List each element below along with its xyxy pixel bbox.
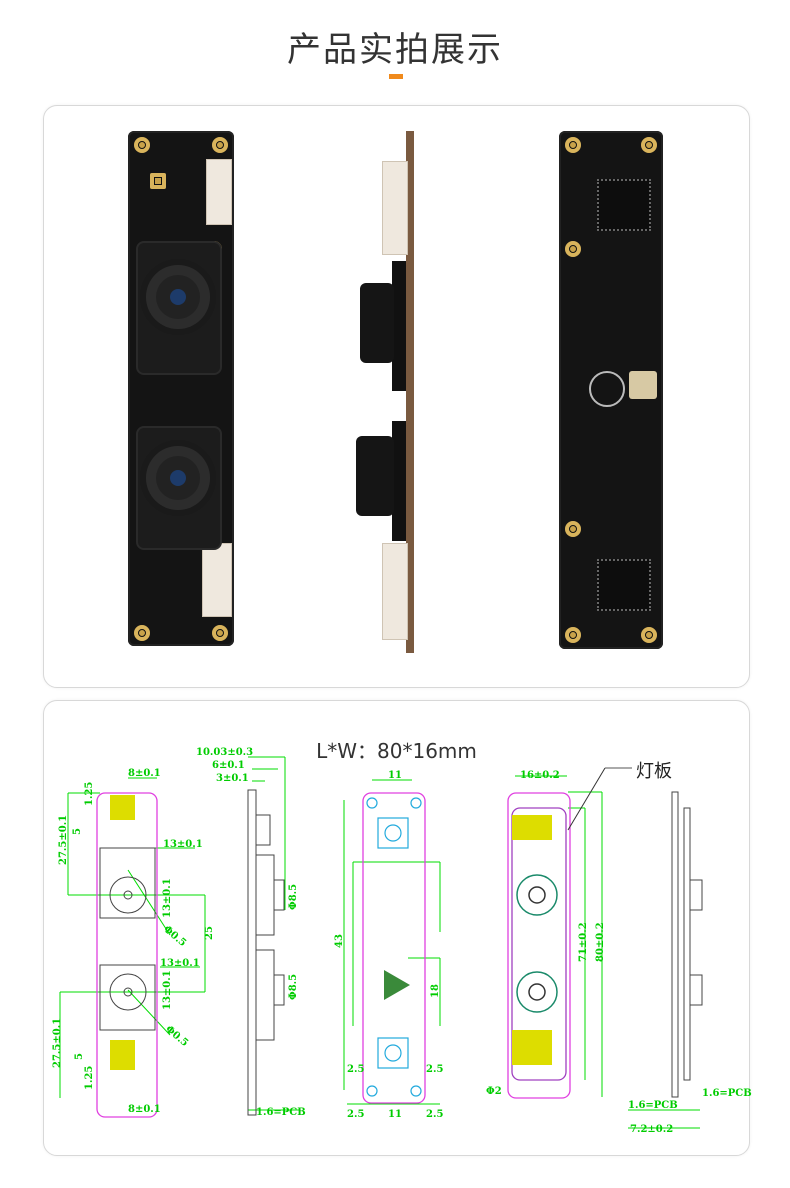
dim-label: Φ0.5 <box>163 1024 190 1049</box>
dim-label: 13±0.1 <box>163 839 203 850</box>
dim-label: 13±0.1 <box>160 958 200 969</box>
dim-label: 3±0.1 <box>216 773 249 784</box>
dim-label: 1.6=PCB <box>256 1107 306 1118</box>
board-front-photo <box>128 131 234 646</box>
dim-label: 1.25 <box>84 1066 95 1090</box>
board-side-photo <box>356 131 446 656</box>
dim-label: 1.25 <box>84 782 95 806</box>
dim-label: 11 <box>388 770 402 781</box>
dim-label: 27.5±0.1 <box>52 1018 63 1068</box>
dim-label: 6±0.1 <box>212 760 245 771</box>
dim-label: 80±0.2 <box>595 922 606 962</box>
dim-label: 18 <box>430 984 441 998</box>
dim-label: 10.03±0.3 <box>196 747 253 758</box>
photo-card <box>43 105 750 688</box>
dim-label: 2.5 <box>347 1064 364 1075</box>
dim-label: 43 <box>334 934 345 948</box>
dim-label: 2.5 <box>426 1109 443 1120</box>
dimensions-label: L*W：80*16mm <box>316 739 477 763</box>
dim-label: Φ0.5 <box>161 924 188 949</box>
dim-label: 7.2±0.2 <box>630 1124 673 1135</box>
dim-label: 13±0.1 <box>162 970 173 1010</box>
board-back-photo <box>559 131 663 649</box>
title-accent-bar <box>389 74 403 79</box>
dim-label: 1.6=PCB <box>702 1088 752 1099</box>
dim-label: 2.5 <box>347 1109 364 1120</box>
dim-label: 16±0.2 <box>520 770 560 781</box>
dim-label: Φ8.5 <box>288 884 299 910</box>
page-title: 产品实拍展示 <box>287 30 503 70</box>
dim-label: Φ2 <box>486 1086 502 1097</box>
dim-label: 27.5±0.1 <box>58 815 69 865</box>
dim-label: 8±0.1 <box>128 1104 161 1115</box>
dim-label: 5 <box>74 1053 85 1060</box>
dim-label: 25 <box>204 926 215 940</box>
dim-label: 71±0.2 <box>578 922 589 962</box>
dim-label: Φ8.5 <box>288 974 299 1000</box>
dim-label: 1.6=PCB <box>628 1100 678 1111</box>
dim-label: 8±0.1 <box>128 768 161 779</box>
dim-label: 11 <box>388 1109 402 1120</box>
drawing-card: L*W：80*16mm <box>43 700 750 1156</box>
light-board-label: 灯板 <box>636 761 672 782</box>
dim-label: 13±0.1 <box>162 878 173 918</box>
dim-label: 2.5 <box>426 1064 443 1075</box>
dim-label: 5 <box>72 828 83 835</box>
